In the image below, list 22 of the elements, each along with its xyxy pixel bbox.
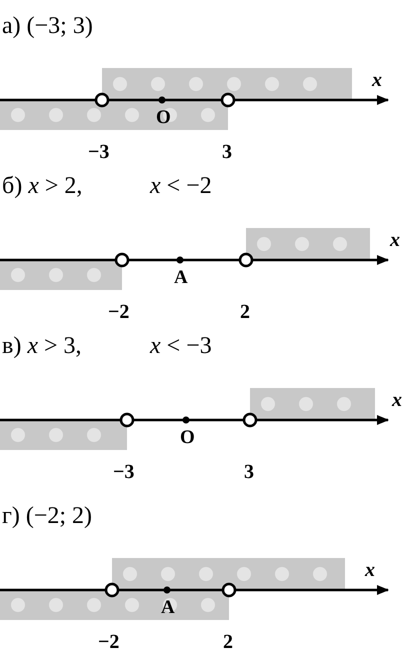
- part-heading: б) x > 2,: [2, 174, 82, 198]
- point-label: A: [161, 598, 175, 617]
- tick-label: −3: [113, 462, 134, 482]
- part-heading: а) (−3; 3): [2, 14, 93, 38]
- tick-label: −3: [88, 142, 110, 162]
- axis-label: x: [390, 230, 400, 250]
- axis-label: x: [392, 390, 402, 410]
- axis-label: x: [365, 560, 375, 580]
- part-heading: в) x > 3,: [2, 334, 82, 358]
- inequality: x < −3: [150, 334, 212, 358]
- tick-label: −2: [98, 632, 120, 650]
- inequality: x < −2: [150, 174, 212, 198]
- tick-label: 3: [222, 142, 232, 162]
- point-label: O: [156, 108, 171, 127]
- point-label: A: [174, 268, 188, 287]
- point-label: O: [180, 428, 195, 447]
- tick-label: 2: [240, 302, 250, 322]
- axis-label: x: [372, 70, 382, 90]
- tick-label: 3: [244, 462, 254, 482]
- tick-label: −2: [108, 302, 130, 322]
- tick-label: 2: [223, 632, 233, 650]
- part-heading: г) (−2; 2): [2, 504, 92, 528]
